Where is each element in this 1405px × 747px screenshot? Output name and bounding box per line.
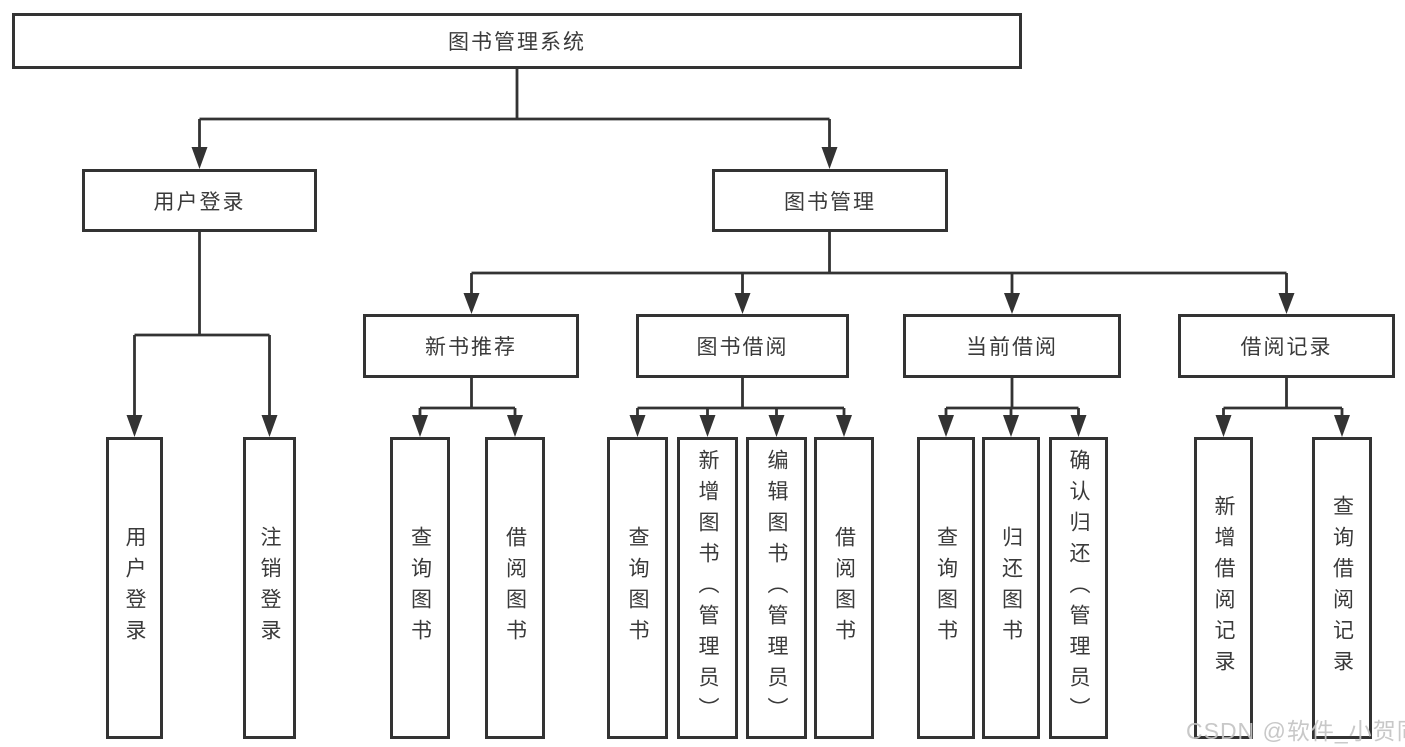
node-label: 确认归还（管理员） — [1067, 448, 1090, 728]
node-current-borrow: 当前借阅 — [903, 314, 1121, 378]
node-label: 查询借阅记录 — [1330, 495, 1354, 681]
node-borrow-books-recommend: 借阅图书 — [485, 437, 545, 739]
node-label: 查询图书 — [408, 526, 432, 650]
node-query-books-recommend: 查询图书 — [390, 437, 450, 739]
node-label: 查询图书 — [934, 526, 958, 650]
node-add-borrow-record: 新增借阅记录 — [1194, 437, 1253, 739]
node-label: 查询图书 — [626, 526, 649, 650]
node-book-management: 图书管理 — [712, 169, 948, 232]
node-label: 新增图书（管理员） — [696, 448, 719, 728]
node-label: 注销登录 — [258, 526, 281, 650]
node-label: 借阅图书 — [832, 526, 856, 650]
node-label: 借阅图书 — [503, 526, 527, 650]
node-query-books-borrow: 查询图书 — [607, 437, 668, 739]
node-logout-action: 注销登录 — [243, 437, 296, 739]
node-return-book: 归还图书 — [982, 437, 1040, 739]
node-query-books-current: 查询图书 — [917, 437, 975, 739]
connector-arrowheads — [126, 147, 1350, 437]
node-label: 新增借阅记录 — [1212, 495, 1235, 681]
csdn-watermark: CSDN @软件_小贺同学 — [1186, 718, 1405, 744]
node-edit-book-admin: 编辑图书（管理员） — [746, 437, 807, 739]
node-borrow-books-action: 借阅图书 — [814, 437, 874, 739]
node-label: 归还图书 — [999, 526, 1023, 650]
node-user-login: 用户登录 — [82, 169, 317, 232]
node-add-book-admin: 新增图书（管理员） — [677, 437, 738, 739]
node-new-book-recommend: 新书推荐 — [363, 314, 579, 378]
node-borrow-records: 借阅记录 — [1178, 314, 1395, 378]
node-root-system: 图书管理系统 — [12, 13, 1022, 69]
node-label: 编辑图书（管理员） — [765, 448, 788, 728]
node-label: 用户登录 — [123, 526, 146, 650]
node-book-borrow: 图书借阅 — [636, 314, 849, 378]
node-confirm-return-admin: 确认归还（管理员） — [1049, 437, 1108, 739]
node-user-login-action: 用户登录 — [106, 437, 163, 739]
node-query-borrow-record: 查询借阅记录 — [1312, 437, 1372, 739]
